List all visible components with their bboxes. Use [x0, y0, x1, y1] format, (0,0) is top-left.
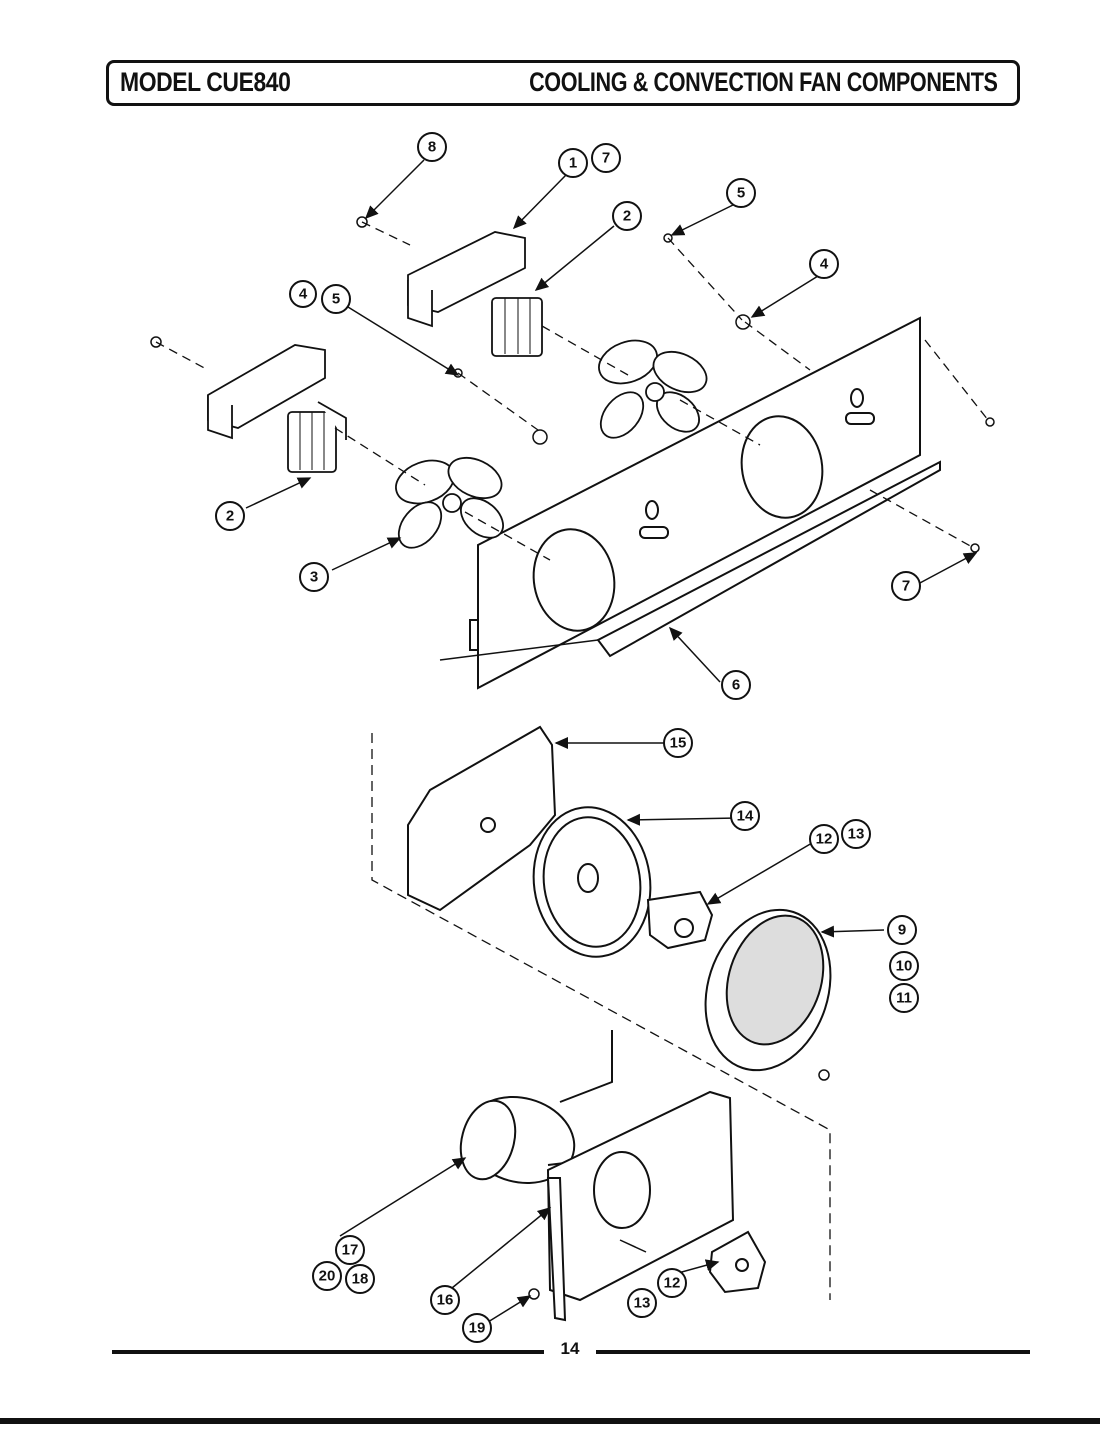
convection-motor	[459, 1030, 613, 1184]
lower-fan-blade	[708, 1230, 767, 1294]
callout-16: 16	[437, 1292, 454, 1309]
callout-18: 18	[352, 1271, 369, 1288]
callout-13-bottom: 13	[634, 1295, 651, 1312]
callout-17: 17	[342, 1242, 359, 1259]
callout-2-left: 2	[226, 508, 234, 525]
convection-fan-cover	[704, 908, 832, 1072]
callout-12-top: 12	[816, 831, 833, 848]
upper-assembly-lines	[155, 221, 989, 561]
lower-hardware	[528, 1239, 647, 1300]
header-frame	[106, 60, 1020, 106]
callout-15: 15	[670, 735, 687, 752]
callout-circles	[215, 132, 921, 1343]
callout-1: 1	[569, 155, 577, 172]
footer-rule-left	[112, 1350, 544, 1354]
fan-bracket-left	[207, 344, 326, 440]
callout-20: 20	[319, 1268, 336, 1285]
convection-fan-blade	[646, 890, 714, 950]
page-number: 14	[560, 1339, 580, 1358]
callout-5-left: 5	[332, 291, 340, 308]
callout-13-top: 13	[848, 826, 865, 843]
fan-motor-right	[491, 297, 543, 357]
convection-wall-outline	[371, 733, 831, 1300]
footer-rule-right	[596, 1350, 1030, 1354]
diagram-title: COOLING & CONVECTION FAN COMPONENTS	[529, 67, 999, 97]
callout-19: 19	[469, 1320, 486, 1337]
callout-6: 6	[732, 677, 740, 694]
cooling-fan-panel	[439, 316, 941, 690]
fan-blade-left	[395, 456, 504, 549]
callout-4-left: 4	[299, 286, 308, 303]
callout-10: 10	[896, 958, 913, 975]
callout-11: 11	[896, 990, 912, 1007]
convection-fan-shield	[407, 725, 557, 912]
callout-2-right: 2	[623, 208, 631, 225]
fan-blade-right	[598, 339, 708, 439]
fan-motor-left	[287, 401, 347, 473]
callout-9: 9	[898, 922, 906, 939]
callout-leaders	[245, 159, 978, 1323]
callout-3: 3	[310, 569, 318, 586]
model-label: MODEL CUE840	[120, 67, 291, 97]
callout-8: 8	[428, 139, 436, 156]
callout-4-right: 4	[820, 256, 829, 273]
callout-14: 14	[737, 808, 754, 825]
scan-edge-line	[0, 1418, 1100, 1424]
convection-fan-housing	[532, 806, 652, 958]
callout-12-bottom: 12	[664, 1275, 681, 1292]
fan-bracket-right	[407, 231, 526, 328]
callout-7-top: 7	[602, 150, 610, 167]
callout-7-right: 7	[902, 578, 910, 595]
convection-motor-bracket	[546, 1090, 735, 1322]
callout-5-right: 5	[737, 185, 745, 202]
convection-screw	[818, 1069, 830, 1081]
